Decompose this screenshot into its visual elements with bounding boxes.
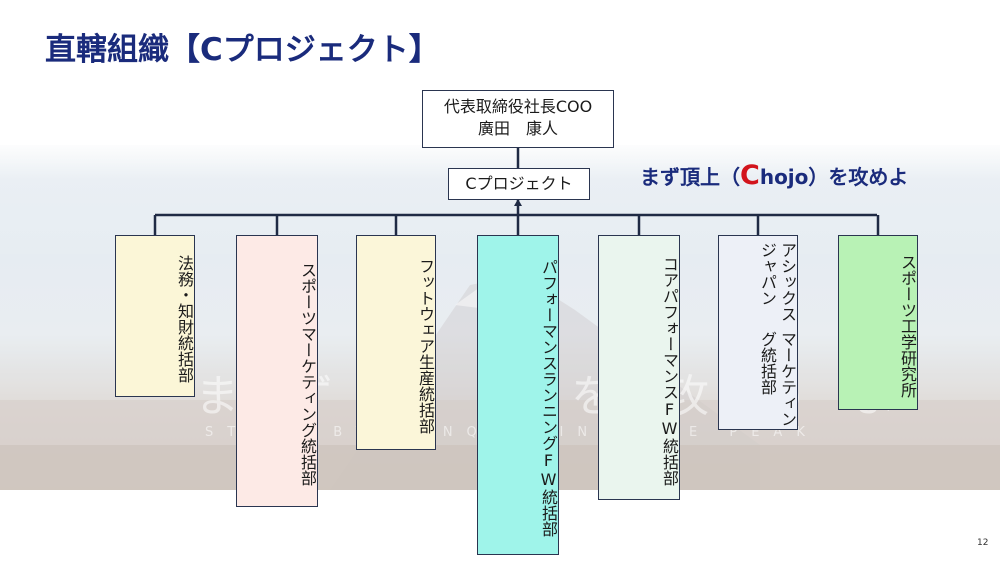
slogan-suffix: hojo）を攻めよ	[759, 165, 909, 189]
project-box: Cプロジェクト	[448, 168, 590, 200]
department-label: アシックスジャパン	[758, 242, 797, 322]
ceo-box: 代表取締役社長COO 廣田 康人	[422, 90, 614, 148]
department-label: スポーツ工学研究所	[898, 253, 917, 398]
department-box: アシックスジャパンマーケティング統括部	[718, 235, 798, 430]
department-label: パフォーマンスランニングFW統括部	[539, 259, 558, 537]
department-label: 括部	[175, 351, 194, 383]
department-box: パフォーマンスランニングFW統括部	[477, 235, 559, 555]
department-box: スポーツ工学研究所	[838, 235, 918, 410]
ceo-title: 代表取締役社長COO	[443, 97, 593, 116]
department-label: コアパフォーマンスFW統括部	[660, 255, 679, 486]
page-title: 直轄組織【Cプロジェクト】	[45, 32, 440, 68]
department-box: 法務・知財統括部	[115, 235, 195, 397]
department-box: コアパフォーマンスFW統括部	[598, 235, 680, 500]
department-label: 法務・	[175, 255, 194, 303]
department-label: 知財統	[175, 303, 194, 351]
department-label: スポーツマーケティング統括部	[298, 262, 317, 486]
department-box: スポーツマーケティング統括部	[236, 235, 318, 507]
department-label: フットウェア生産統括部	[416, 257, 435, 434]
department-label: マーケティング統括部	[758, 330, 797, 427]
department-box: フットウェア生産統括部	[356, 235, 436, 450]
arrow-up-icon	[514, 199, 522, 206]
slogan-prefix: まず頂上（	[640, 165, 740, 189]
connector-drops	[153, 215, 880, 235]
page-number: 12	[977, 538, 989, 548]
ceo-name: 廣田 康人	[477, 119, 558, 138]
slogan: まず頂上（Chojo）を攻めよ	[640, 160, 908, 191]
slogan-accent: C	[740, 160, 760, 191]
